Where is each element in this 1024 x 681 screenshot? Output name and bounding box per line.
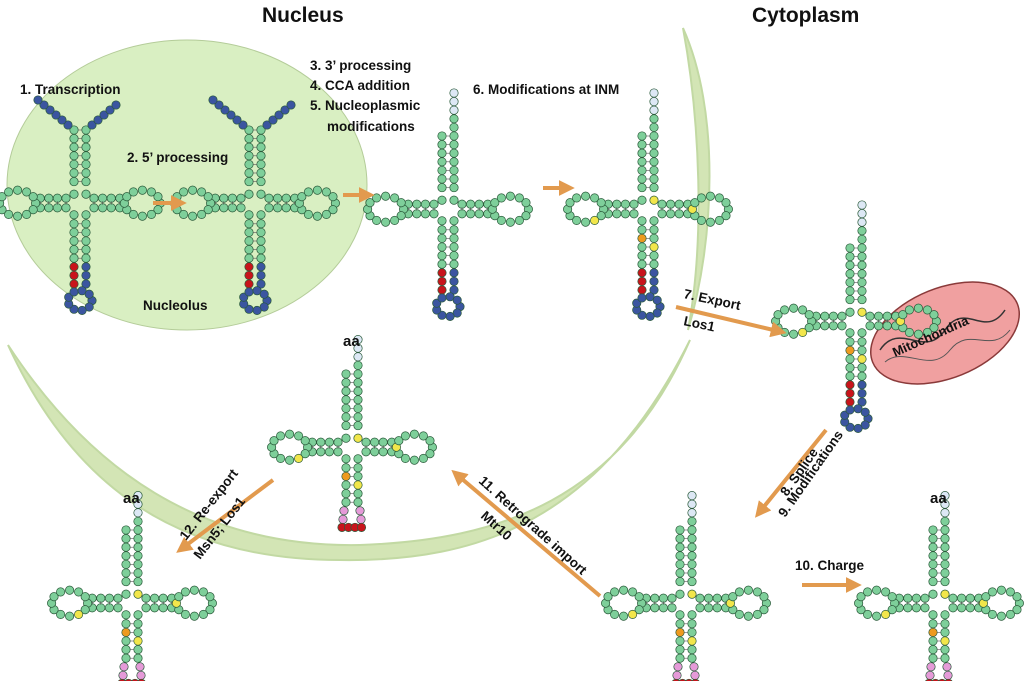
trna-spliced [601, 491, 771, 681]
label-charge: 10. Charge [795, 558, 865, 573]
aa-label-left: aa [123, 490, 140, 507]
trna-3-processed [363, 88, 533, 321]
label-nucleoplasmic: 5. Nucleoplasmic [310, 98, 421, 113]
trna-transcript [0, 95, 165, 315]
label-nucleoplasmic-2: modifications [327, 119, 415, 134]
label-5prime: 2. 5’ processing [127, 150, 228, 165]
trna-imported [267, 335, 437, 532]
trna-exported [771, 200, 941, 433]
trna-structures [0, 88, 1024, 681]
arrow-reexport [176, 478, 275, 553]
process-arrows [153, 180, 862, 598]
label-modifications: 9. Modifications [775, 428, 846, 520]
label-los1: Los1 [682, 313, 716, 334]
aa-label-right: aa [930, 490, 947, 507]
trna-inm-modified [563, 88, 733, 321]
label-3prime: 3. 3’ processing [310, 58, 411, 73]
arrow-export [675, 305, 787, 338]
label-cca: 4. CCA addition [310, 78, 410, 93]
label-nucleolus: Nucleolus [143, 298, 208, 313]
trna-charged [854, 491, 1024, 681]
heading-nucleus: Nucleus [262, 4, 344, 27]
aa-label-middle: aa [343, 333, 360, 350]
arrow-splice [754, 428, 828, 518]
label-transcription: 1. Transcription [20, 82, 121, 97]
arrow-retrograde [451, 469, 602, 598]
heading-cytoplasm: Cytoplasm [752, 4, 859, 27]
label-inm: 6. Modifications at INM [473, 82, 619, 97]
trna-reexported [47, 491, 217, 681]
envelope-top-arc [682, 27, 711, 331]
